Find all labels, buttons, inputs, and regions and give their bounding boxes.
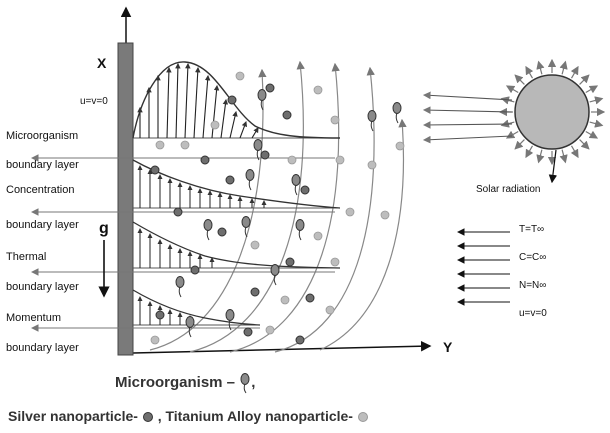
legend-silver-text: Silver nanoparticle-: [8, 408, 138, 424]
free-stream-velocity: u=v=0: [519, 308, 547, 319]
gravity-label: g: [99, 220, 109, 237]
velocity-profile-curve: [132, 61, 341, 139]
legend-microorganism-text: Microorganism –: [115, 373, 236, 391]
velocity-profile-arrows: [137, 62, 259, 139]
sun-ray: [559, 149, 568, 164]
free-stream-arrows: [456, 228, 510, 306]
sun-ray: [525, 65, 534, 79]
legend-microorganism: Microorganism – ,: [115, 372, 255, 394]
microorganisms: [175, 89, 402, 338]
sun-rays: [498, 58, 606, 166]
thermal-layer-label: Thermal: [6, 251, 47, 263]
momentum-profile-curve: [132, 289, 261, 326]
sun-ray: [585, 130, 599, 139]
legend-titanium-text: , Titanium Alloy nanoparticle-: [157, 408, 353, 424]
sun-ray: [559, 60, 568, 75]
microorganism-layer-label-2: boundary layer: [6, 159, 79, 171]
microorganism-layer-label: Microorganism: [6, 130, 79, 142]
sun-ray: [514, 139, 525, 150]
concentration-layer-label-2: boundary layer: [6, 219, 79, 231]
legend-comma: ,: [251, 373, 256, 391]
solar-radiation-label: Solar radiation: [476, 184, 541, 195]
legend-nanoparticles: Silver nanoparticle- , Titanium Alloy na…: [8, 408, 369, 424]
sun-ray: [570, 65, 579, 79]
sun-ray: [585, 85, 599, 94]
sun-ray: [514, 74, 525, 85]
sun-ray: [536, 149, 545, 164]
sun-label-pointer: [548, 149, 558, 184]
x-axis-label: X: [97, 55, 107, 71]
concentration-layer-label: Concentration: [6, 184, 75, 196]
free-stream-microorganism: N=N∞: [519, 280, 547, 291]
free-stream-temperature: T=T∞: [519, 224, 545, 235]
sun-icon: [514, 74, 590, 150]
titanium-nanoparticles: [150, 71, 405, 345]
momentum-layer-label-2: boundary layer: [6, 342, 79, 354]
concentration-profile-arrows: [137, 165, 267, 208]
streamlines: [149, 60, 407, 353]
microorganism-glyph-icon: [240, 373, 250, 394]
silver-particle-glyph-icon: [142, 412, 153, 423]
silver-nanoparticles: [150, 83, 315, 345]
vertical-plate: [117, 42, 134, 356]
sun-ray: [536, 60, 545, 75]
sun-ray: [505, 85, 519, 94]
sun-ray: [505, 130, 519, 139]
sun-ray: [579, 74, 590, 85]
titanium-particle-glyph-icon: [357, 412, 368, 423]
y-axis-label: Y: [443, 339, 453, 355]
label-pointer-arrows: [30, 154, 335, 332]
wall-condition: u=v=0: [80, 96, 108, 107]
sun-ray: [525, 145, 534, 159]
momentum-profile-arrows: [137, 296, 193, 325]
concentration-profile-curve: [132, 159, 341, 209]
sun-ray: [570, 145, 579, 159]
radiation-arrows: [422, 91, 513, 144]
sun-ray: [589, 96, 604, 105]
momentum-layer-label: Momentum: [6, 312, 62, 324]
sun-ray: [589, 119, 604, 128]
thermal-layer-label-2: boundary layer: [6, 281, 79, 293]
thermal-profile-curve: [132, 221, 341, 269]
free-stream-concentration: C=C∞: [519, 252, 547, 263]
sun-ray: [579, 139, 590, 150]
thermal-profile-arrows: [137, 228, 215, 268]
